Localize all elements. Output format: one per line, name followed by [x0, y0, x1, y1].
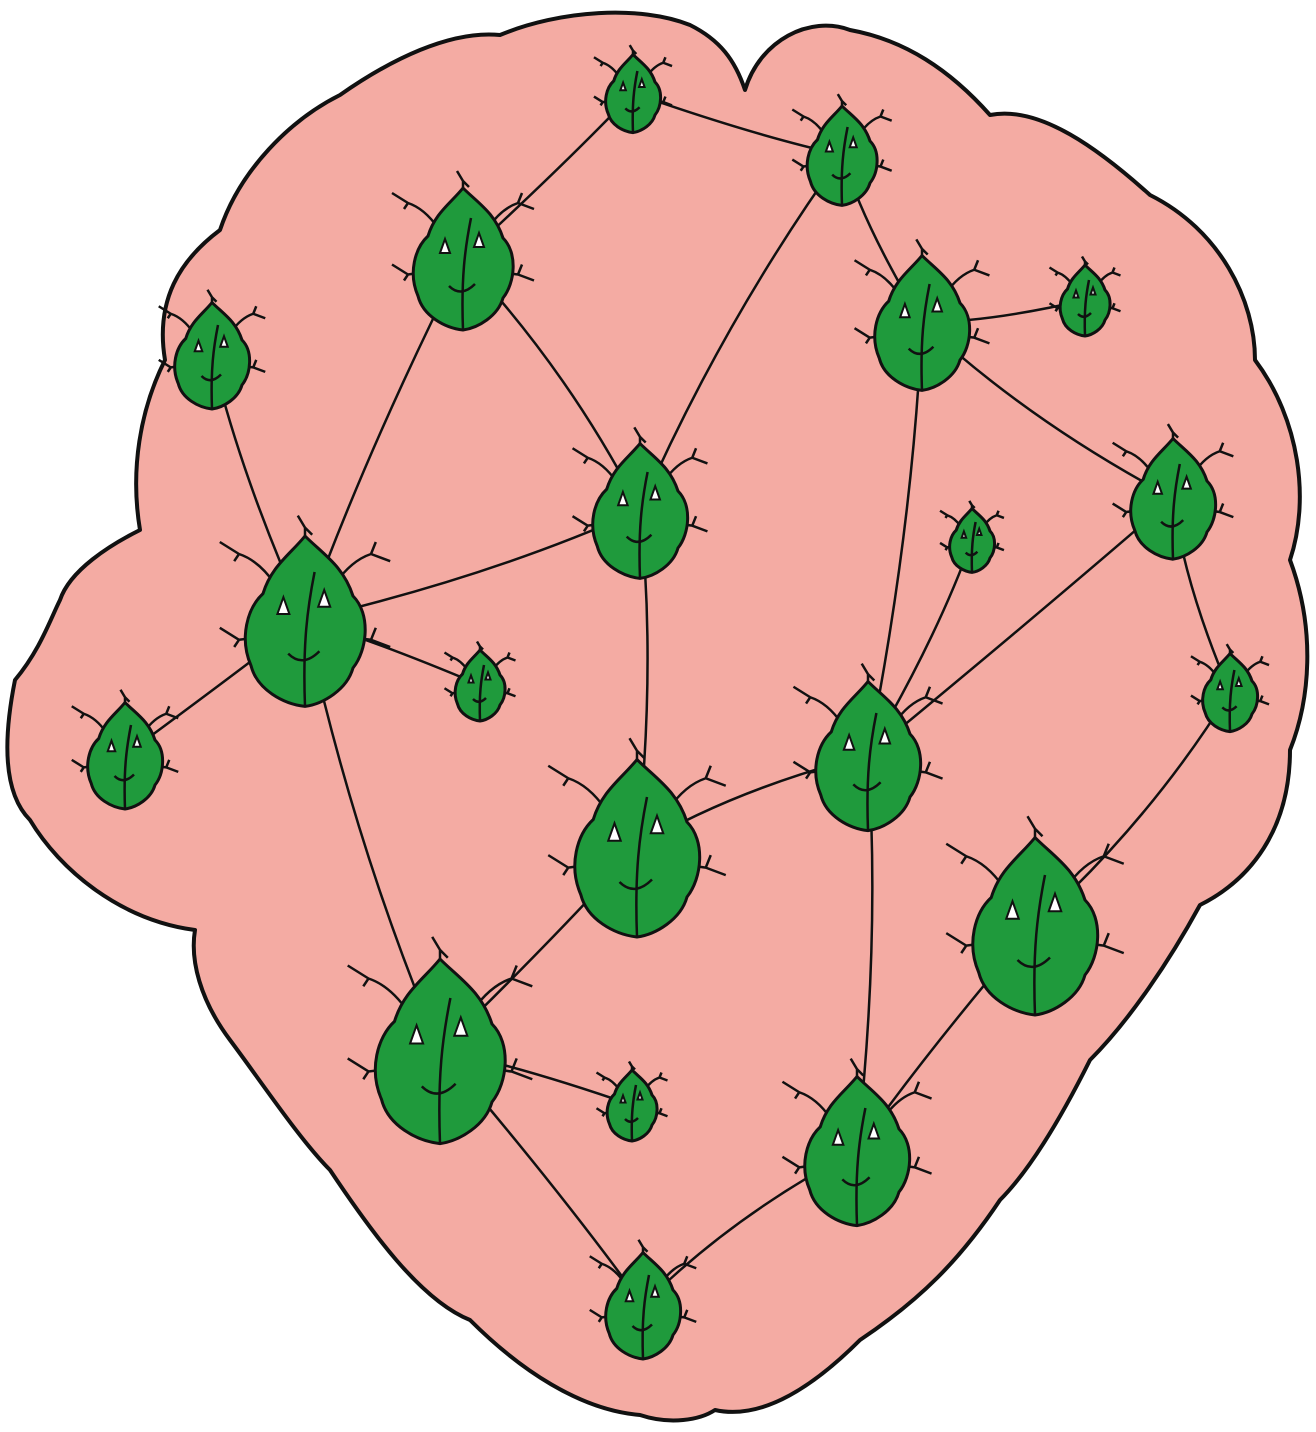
brain-outline [7, 13, 1307, 1421]
